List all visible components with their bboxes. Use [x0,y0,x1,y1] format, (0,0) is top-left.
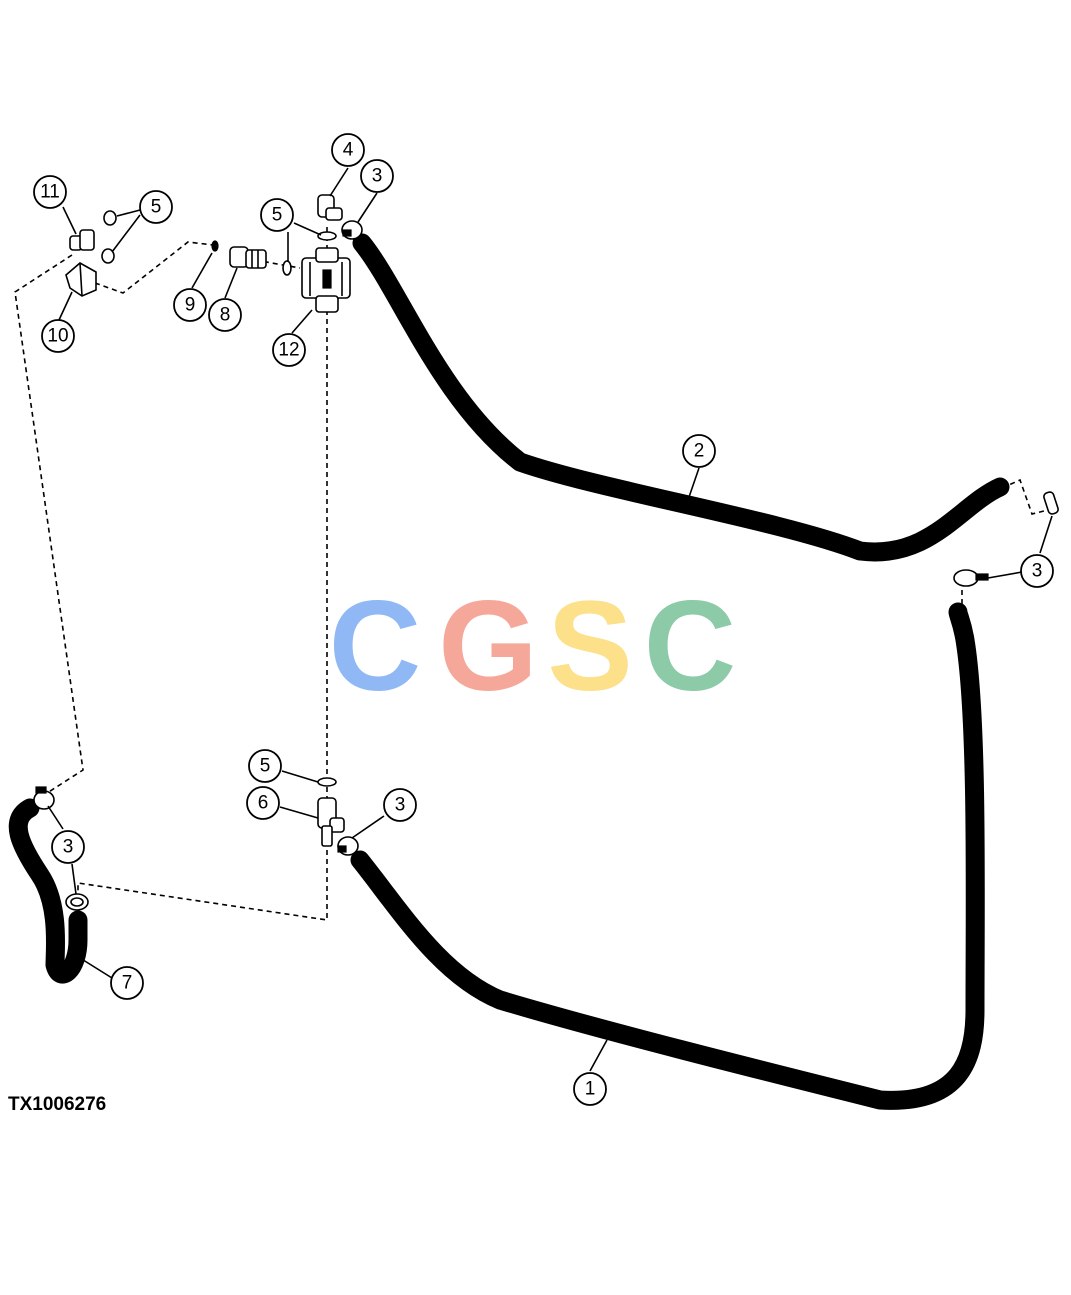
dash-line-10-to-left-clamp [14,254,84,796]
part-5-o-ring-4 [317,231,337,241]
leader-3c-2 [71,863,77,895]
leader-10 [58,291,73,321]
leader-9 [191,252,213,289]
callout-10: 10 [41,319,75,353]
callout-9: 9 [173,288,207,322]
callout-1: 1 [573,1072,607,1106]
callout-3-top: 3 [360,159,394,193]
part-3-clamp-top [341,220,363,240]
leader-3b [351,815,385,839]
leader-1 [589,1039,608,1072]
watermark-letter-1: C [329,575,421,718]
svg-text:3: 3 [372,166,383,187]
watermark: C G S C [329,575,736,718]
svg-text:5: 5 [272,205,283,226]
watermark-letter-2: G [438,575,538,718]
part-3-clamp-right [953,569,989,587]
part-6-tee-fitting [317,797,345,847]
leader-2 [687,467,700,501]
leader-3a [357,192,378,223]
reference-code: TX1006276 [8,1094,107,1115]
svg-text:6: 6 [258,793,269,814]
callout-5-middle: 5 [248,749,282,783]
svg-text:4: 4 [343,140,354,161]
svg-text:10: 10 [47,326,68,347]
callout-2: 2 [682,434,716,468]
hose-1 [350,602,985,1110]
hose-2 [352,233,1010,562]
callout-12: 12 [272,333,306,367]
part-8-connector [229,246,267,269]
leader-8 [224,267,238,299]
dash-line-12-to-6 [77,310,328,921]
leader-lines [47,167,1053,1072]
svg-text:3: 3 [1032,561,1043,582]
callout-3-right: 3 [1020,554,1054,588]
svg-text:11: 11 [40,182,60,203]
leader-3d-2 [1039,515,1053,554]
callout-7: 7 [110,966,144,1000]
part-12-valve-block [301,247,351,313]
callout-5-top-left: 5 [139,190,173,224]
parts [33,194,1059,911]
callout-3-left: 3 [51,830,85,864]
leader-5b-1 [293,222,322,236]
svg-text:5: 5 [260,756,271,777]
dash-line-8-to-12 [254,259,301,269]
leader-4 [329,167,349,197]
part-5-o-ring-5 [317,777,337,787]
part-3-clamp-far-right [1043,491,1059,515]
part-10-elbow-fitting [65,262,97,297]
svg-text:9: 9 [185,295,196,316]
callout-11: 11 [33,175,67,209]
part-5-o-ring-3 [282,260,292,276]
part-3-clamp-lower-left [65,893,89,911]
watermark-letter-3: S [547,575,632,718]
svg-text:3: 3 [63,837,74,858]
leader-5a-1 [116,209,141,217]
watermark-letter-4: C [644,575,736,718]
callout-3-middle: 3 [383,788,417,822]
leader-6 [279,806,319,819]
leader-5a-2 [111,214,141,253]
assembly-lines [14,225,1049,921]
leader-5c [281,770,319,783]
hoses [8,233,1010,1110]
leader-3c-1 [47,805,64,830]
part-5-o-ring-1 [103,210,117,226]
svg-text:5: 5 [151,197,162,218]
leader-11 [62,206,77,235]
part-9-o-ring [211,240,219,252]
callout-4: 4 [331,133,365,167]
svg-text:8: 8 [220,305,231,326]
svg-text:1: 1 [585,1079,596,1100]
svg-text:2: 2 [694,441,705,462]
callouts: 1 2 3 3 3 3 4 5 5 5 6 7 8 9 10 11 12 [33,133,1054,1106]
part-5-o-ring-2 [101,248,115,264]
part-3-clamp-left [33,786,55,810]
leader-12 [291,309,313,334]
svg-text:7: 7 [122,973,133,994]
hose-7 [8,798,88,984]
leader-7 [79,957,113,979]
part-4-elbow [317,194,343,221]
callout-8: 8 [208,298,242,332]
svg-text:12: 12 [278,340,299,361]
dash-line-10-to-9 [94,241,214,294]
dash-line-hose2-to-clamp [1001,478,1049,515]
svg-text:3: 3 [395,795,406,816]
leader-3d-1 [987,571,1023,579]
part-3-clamp-middle [337,836,359,856]
callout-5-top-middle: 5 [260,198,294,232]
callout-6: 6 [246,786,280,820]
part-11-adapter [69,229,95,251]
